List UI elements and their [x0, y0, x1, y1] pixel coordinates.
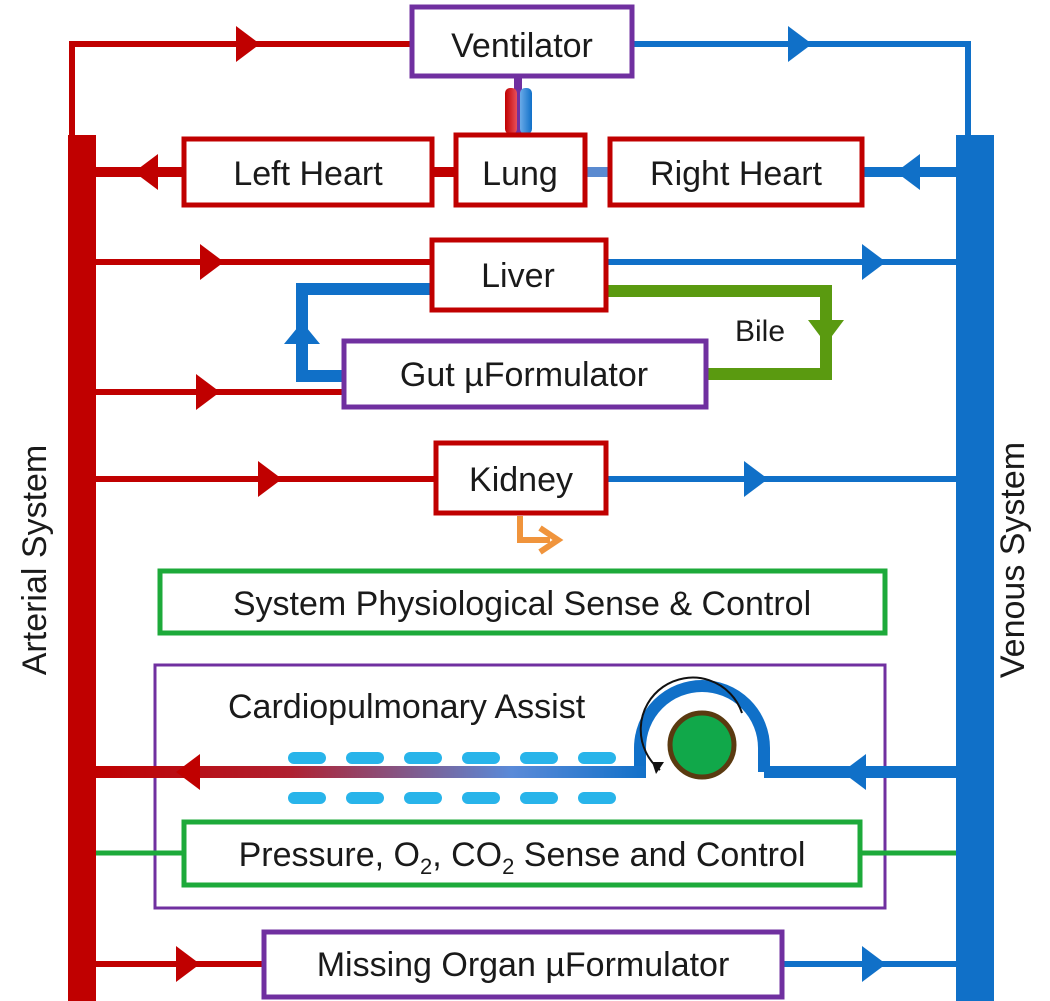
missing-organ-venous-line — [782, 946, 956, 982]
gut-arterial-line — [96, 374, 344, 410]
cardiopulmonary-assist-label: Cardiopulmonary Assist — [228, 688, 586, 726]
venous-trunk — [956, 135, 994, 1001]
oxygenator-fiber-dash — [288, 752, 326, 764]
system-sense-control-label: System Physiological Sense & Control — [233, 585, 811, 623]
missing-organ-formulator-box — [261, 929, 785, 1000]
left-heart-label: Left Heart — [233, 155, 383, 193]
liver-label: Liver — [481, 257, 555, 295]
system-sense-control-box — [157, 568, 888, 636]
rotation-arrowhead — [652, 762, 664, 774]
oxygenator-fiber-dash — [404, 792, 442, 804]
oxygenator-fiber-dash — [520, 792, 558, 804]
oxygenator-fiber-dash — [288, 792, 326, 804]
pressure-sense-control-box — [181, 819, 863, 888]
ventilator-venous-line — [632, 26, 971, 135]
liver-arterial-line — [96, 244, 432, 280]
ventilator-lung-connector — [514, 78, 522, 133]
gut-formulator-label: Gut µFormulator — [400, 356, 648, 394]
oxygenator-fiber-dash — [462, 752, 500, 764]
bile-label: Bile — [735, 315, 785, 348]
oxygenator-fibers — [288, 752, 616, 804]
ventilator-arterial-line — [69, 26, 412, 135]
oxygenator-fiber-dash — [404, 752, 442, 764]
oxygenator-fiber-dash — [346, 792, 384, 804]
kidney-box — [433, 440, 609, 516]
liver-box — [429, 237, 609, 313]
lung-box — [453, 132, 588, 208]
right-heart-inflow — [862, 154, 956, 190]
lung-label: Lung — [482, 155, 558, 193]
arterial-trunk — [68, 135, 96, 1001]
right-heart-box — [607, 136, 865, 208]
venous-system-label: Venous System — [994, 442, 1032, 678]
oxygenator-fiber-dash — [578, 752, 616, 764]
left-heart-outflow — [96, 154, 184, 190]
left-heart-box — [181, 136, 435, 208]
pump-housing — [634, 680, 770, 772]
bile-loop — [606, 285, 844, 380]
cpa-arterial-outflow — [96, 754, 646, 790]
oxygenator-fiber-dash — [520, 752, 558, 764]
kidney-label: Kidney — [469, 461, 573, 499]
urine-output-arrow — [517, 516, 564, 555]
oxygenator-fiber-dash — [462, 792, 500, 804]
oxygenator-fiber-dash — [346, 752, 384, 764]
ventilator-label: Ventilator — [451, 27, 593, 65]
pressure-sense-control-label: Pressure, O2, CO2 Sense and Control — [239, 836, 806, 879]
missing-organ-formulator-label: Missing Organ µFormulator — [317, 946, 730, 984]
liver-venous-line — [606, 244, 956, 280]
lung-inflow-tube — [505, 88, 517, 134]
right-heart-label: Right Heart — [650, 155, 823, 193]
gut-formulator-box — [341, 338, 709, 410]
portal-venous-loop — [284, 283, 432, 382]
lung-outflow-tube — [520, 88, 532, 134]
oxygenator-fiber-dash — [578, 792, 616, 804]
cpa-venous-inflow — [764, 754, 956, 790]
arterial-system-label: Arterial System — [16, 445, 54, 676]
kidney-venous-line — [606, 461, 956, 497]
kidney-arterial-line — [96, 461, 436, 497]
missing-organ-arterial-line — [96, 946, 264, 982]
rotation-arrow-icon — [639, 676, 743, 771]
ventilator-box — [409, 4, 635, 79]
pump-rotor-icon — [667, 710, 737, 780]
cardiopulmonary-assist-box — [153, 663, 887, 910]
